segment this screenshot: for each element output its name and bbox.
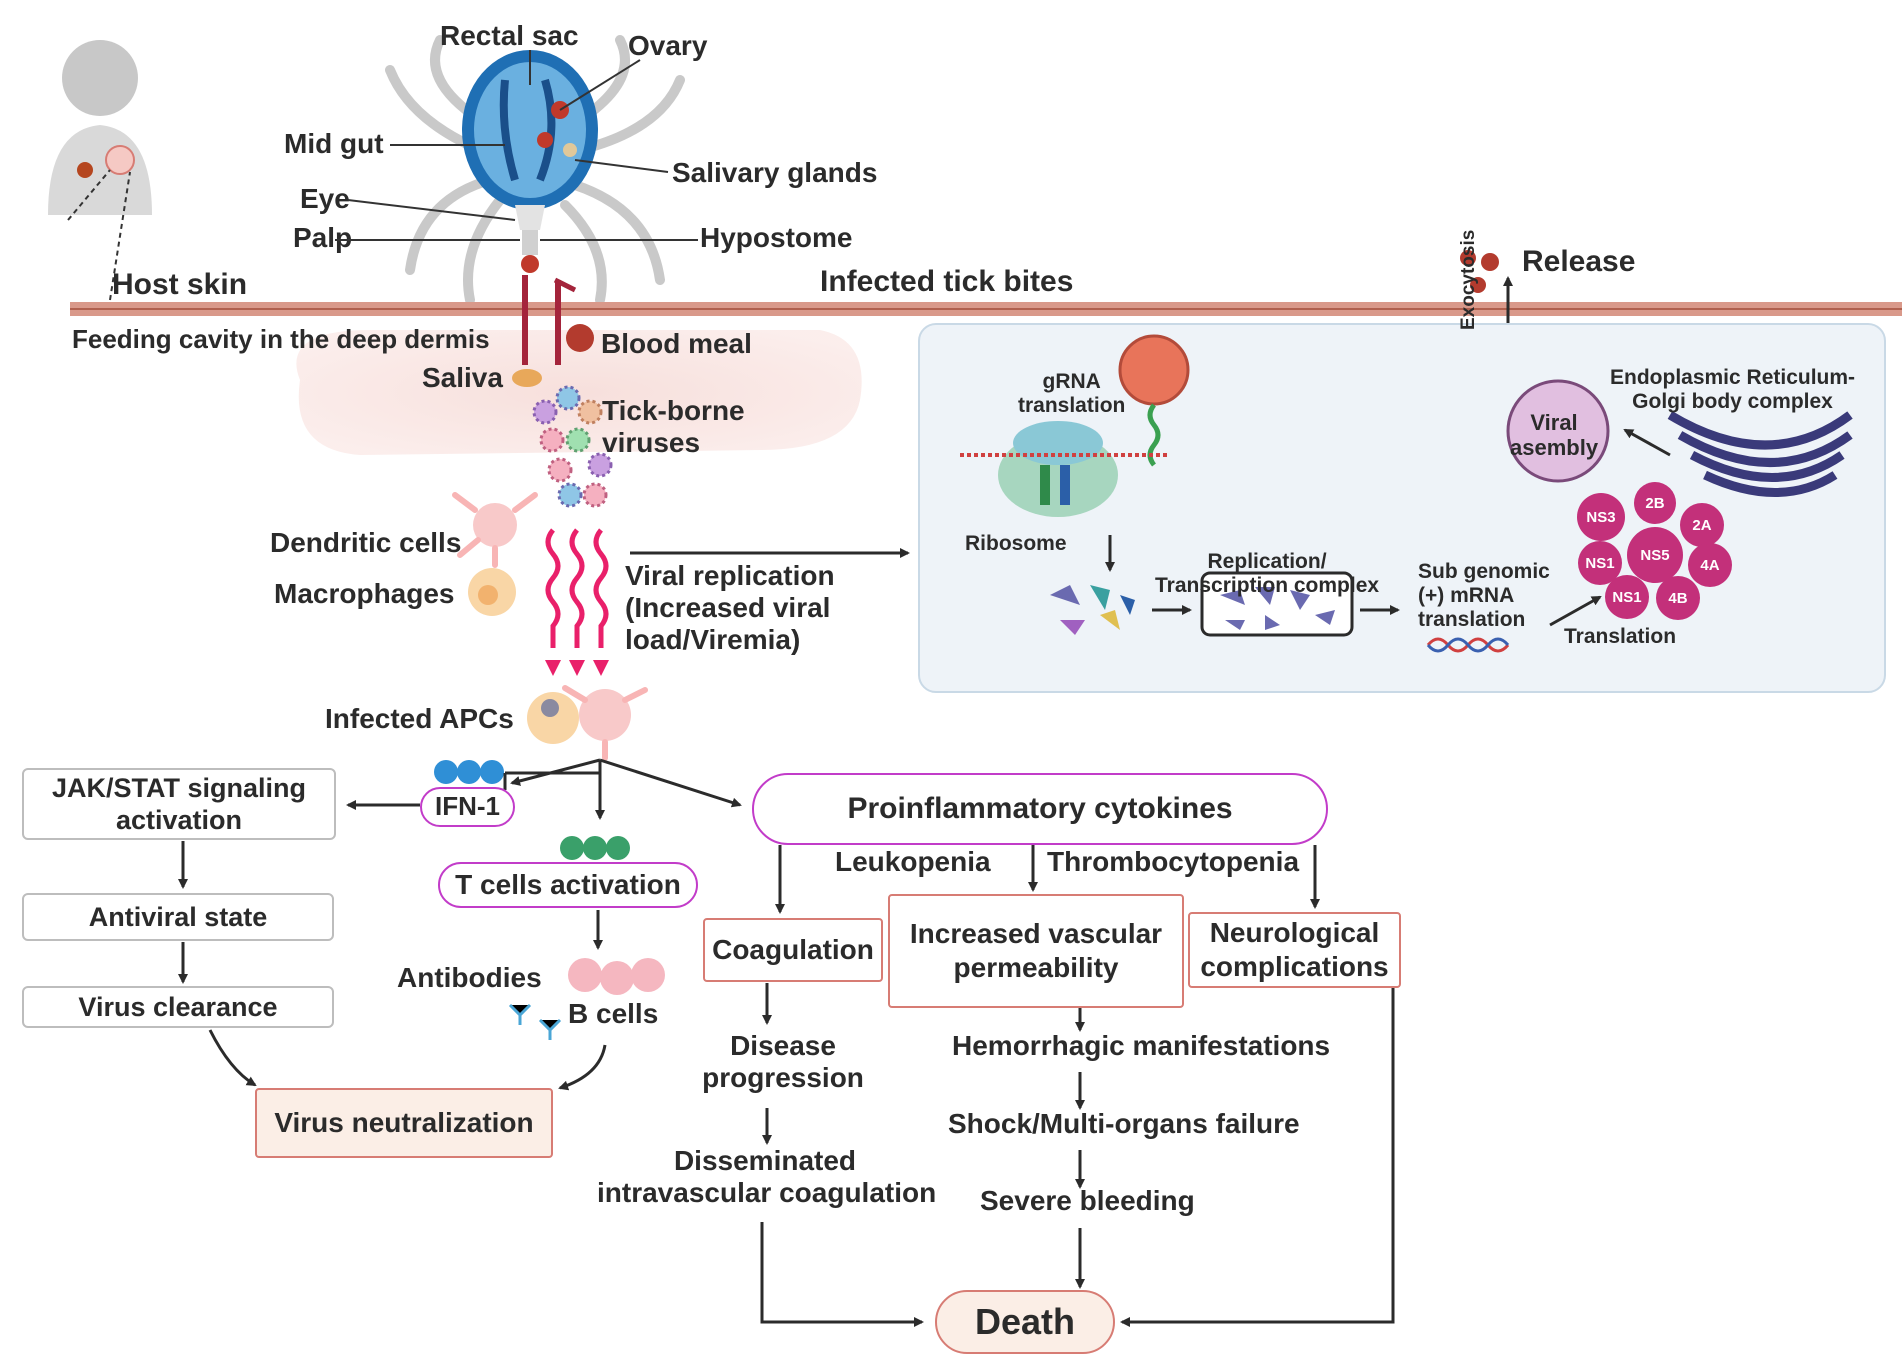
label-viral-assembly: Viral asembly bbox=[1510, 410, 1599, 461]
label-replication-complex: Replication/ Transcription complex bbox=[1155, 550, 1380, 598]
proinflammatory-pill: Proinflammatory cytokines bbox=[752, 773, 1328, 845]
label-viral-replication: Viral replication (Increased viral load/… bbox=[625, 560, 835, 656]
tick-borne-viruses-icon bbox=[532, 385, 613, 508]
ns-protein-4a: 4A bbox=[1688, 543, 1732, 587]
viral-assembly-circle bbox=[1506, 379, 1610, 483]
label-palp: Palp bbox=[293, 222, 353, 253]
label-subgenomic: Sub genomic (+) mRNA translation bbox=[1418, 560, 1550, 632]
label-eye: Eye bbox=[300, 183, 350, 214]
label-infected-apcs: Infected APCs bbox=[325, 703, 514, 734]
label-shock: Shock/Multi-organs failure bbox=[948, 1108, 1300, 1139]
label-feeding-cavity: Feeding cavity in the deep dermis bbox=[72, 324, 490, 354]
label-hemorrhagic: Hemorrhagic manifestations bbox=[952, 1030, 1331, 1061]
label-leukopenia: Leukopenia bbox=[835, 846, 991, 877]
viremia-arrows bbox=[545, 528, 609, 676]
t-cell-icon bbox=[560, 836, 630, 860]
ns-protein-ns1: NS1 bbox=[1578, 541, 1622, 585]
label-b-cells: B cells bbox=[568, 998, 659, 1029]
label-infected-tick-bites: Infected tick bites bbox=[820, 265, 1074, 298]
mrna-helix-icon bbox=[1426, 637, 1510, 653]
ifn1-pill: IFN-1 bbox=[420, 787, 515, 827]
label-salivary-glands: Salivary glands bbox=[672, 157, 878, 188]
b-cell-icon bbox=[568, 958, 665, 995]
ns-protein-2a: 2A bbox=[1680, 503, 1724, 547]
death-box: Death bbox=[935, 1290, 1115, 1354]
label-ovary: Ovary bbox=[628, 30, 708, 61]
jak-stat-box: JAK/STAT signaling activation bbox=[22, 768, 336, 840]
antiviral-state-box: Antiviral state bbox=[22, 893, 334, 941]
ns-protein-ns3: NS3 bbox=[1577, 493, 1625, 541]
virus-clearance-box: Virus clearance bbox=[22, 986, 334, 1028]
host-skin-band bbox=[70, 302, 1902, 316]
ifn-molecule-icon bbox=[434, 760, 504, 784]
dermis-tissue bbox=[296, 330, 862, 455]
label-severe-bleeding: Severe bleeding bbox=[980, 1185, 1195, 1216]
label-mid-gut: Mid gut bbox=[284, 128, 384, 159]
label-antibodies: Antibodies bbox=[397, 962, 542, 993]
ns-protein-4b: 4B bbox=[1656, 576, 1700, 620]
macrophage-icon bbox=[468, 568, 516, 616]
dendritic-cell-icon bbox=[452, 492, 538, 568]
label-host-skin: Host skin bbox=[112, 268, 248, 301]
tick-body-icon bbox=[462, 50, 598, 273]
label-rectal-sac: Rectal sac bbox=[440, 20, 579, 51]
hypostome-icon bbox=[512, 275, 594, 387]
label-thrombocytopenia: Thrombocytopenia bbox=[1047, 846, 1300, 877]
label-er-golgi: Endoplasmic Reticulum- Golgi body comple… bbox=[1610, 366, 1856, 414]
ns-protein-ns1: NS1 bbox=[1605, 575, 1649, 619]
label-dendritic-cells: Dendritic cells bbox=[270, 527, 462, 558]
grna-virus-icon bbox=[1118, 334, 1190, 467]
ribosome-icon bbox=[960, 421, 1170, 517]
label-exocytosis: Exocytosis bbox=[1458, 229, 1479, 330]
virus-neutralization-box: Virus neutralization bbox=[255, 1088, 553, 1158]
ns-protein-ns5: NS5 bbox=[1627, 527, 1683, 583]
replication-panel bbox=[918, 323, 1886, 693]
label-ribosome: Ribosome bbox=[965, 532, 1067, 555]
coagulation-box: Coagulation bbox=[703, 918, 883, 982]
ns-protein-2b: 2B bbox=[1634, 482, 1676, 524]
label-proinflammatory: Proinflammatory cytokines bbox=[847, 792, 1233, 825]
host-person-icon bbox=[48, 40, 152, 301]
label-saliva: Saliva bbox=[422, 362, 503, 393]
replication-complex-box bbox=[1200, 571, 1354, 637]
neurological-box: Neurological complications bbox=[1188, 912, 1401, 988]
label-tick-borne-viruses: Tick-borne viruses bbox=[602, 395, 745, 459]
er-golgi-icon bbox=[1667, 411, 1853, 497]
infected-apc-icon bbox=[527, 685, 648, 761]
label-blood-meal: Blood meal bbox=[601, 328, 752, 359]
label-hypostome: Hypostome bbox=[700, 222, 853, 253]
label-dic: Disseminated intravascular coagulation bbox=[597, 1145, 937, 1209]
label-disease-progression: Disease progression bbox=[702, 1030, 864, 1094]
vascular-permeability-box: Increased vascular permeability bbox=[888, 894, 1184, 1008]
label-release: Release bbox=[1522, 245, 1636, 278]
replication-graphics bbox=[960, 334, 1853, 653]
label-translation: Translation bbox=[1564, 625, 1677, 648]
t-cells-pill: T cells activation bbox=[438, 862, 698, 908]
label-macrophages: Macrophages bbox=[274, 578, 455, 609]
protein-fragments-icon bbox=[1050, 585, 1135, 635]
antibody-icon bbox=[508, 1003, 562, 1040]
label-grna-translation: gRNA translation bbox=[1018, 370, 1126, 418]
